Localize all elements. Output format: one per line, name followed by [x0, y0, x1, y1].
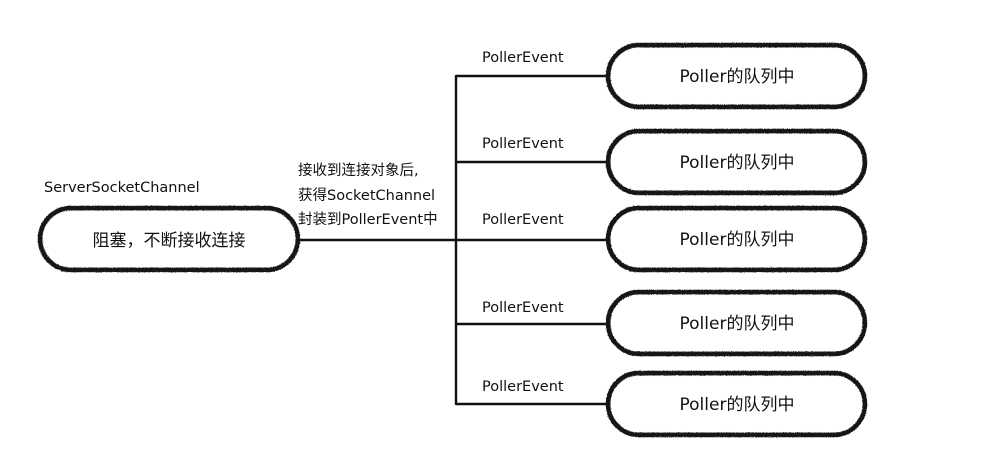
connection-note: 接收到连接对象后, 获得SocketChannel 封装到PollerEvent… [298, 162, 438, 228]
source-box [37, 205, 301, 273]
target-node-4: PollerEvent Poller的队列中 [482, 289, 868, 357]
target-box-label-1: Poller的队列中 [680, 67, 795, 87]
target-node-3: PollerEvent Poller的队列中 [482, 205, 868, 273]
connection-note-line-1: 接收到连接对象后, [298, 162, 419, 179]
target-box-3 [605, 205, 868, 273]
target-node-5: PollerEvent Poller的队列中 [482, 370, 868, 438]
target-box-label-5: Poller的队列中 [680, 395, 795, 415]
connectors [298, 74, 608, 406]
edge-label-2: PollerEvent [482, 136, 564, 152]
edge-label-1: PollerEvent [482, 50, 564, 66]
target-box-5 [605, 370, 868, 438]
target-node-2: PollerEvent Poller的队列中 [482, 128, 868, 196]
connection-note-line-2: 获得SocketChannel [298, 187, 435, 204]
target-box-1 [605, 42, 868, 110]
target-box-2 [605, 128, 868, 196]
edge-label-5: PollerEvent [482, 379, 564, 395]
target-box-4 [605, 289, 868, 357]
target-box-label-3: Poller的队列中 [680, 230, 795, 250]
edge-label-3: PollerEvent [482, 212, 564, 228]
source-box-label: 阻塞，不断接收连接 [93, 231, 246, 251]
target-node-1: PollerEvent Poller的队列中 [482, 42, 868, 110]
source-title: ServerSocketChannel [44, 180, 200, 196]
target-box-label-2: Poller的队列中 [680, 153, 795, 173]
target-box-label-4: Poller的队列中 [680, 314, 795, 334]
source-node: ServerSocketChannel 阻塞，不断接收连接 [37, 180, 301, 273]
edge-label-4: PollerEvent [482, 300, 564, 316]
connection-note-line-3: 封装到PollerEvent中 [298, 211, 438, 228]
